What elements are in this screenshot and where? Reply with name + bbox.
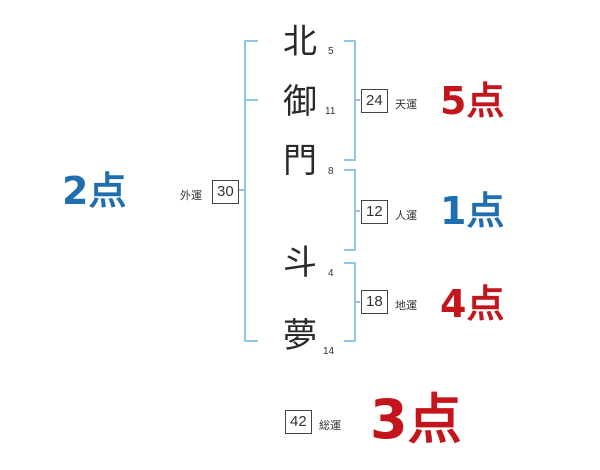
chiun-score: 4点: [440, 282, 505, 326]
stroke-count-2: 11: [325, 106, 336, 117]
tenun-label: 天運: [395, 98, 417, 111]
stroke-count-3: 8: [328, 166, 334, 177]
outer-bracket-inner-tick: [244, 99, 258, 101]
chiun-value: 18: [361, 290, 388, 314]
gaiun-label: 外運: [180, 189, 202, 202]
souun-label: 総運: [319, 419, 341, 432]
tenun-value: 24: [361, 89, 388, 113]
tenun-bracket-tick: [354, 99, 360, 101]
name-char-1: 北: [283, 22, 317, 62]
name-char-3: 門: [283, 141, 317, 181]
chiun-bracket-tick: [354, 301, 360, 303]
souun-score: 3点: [370, 388, 462, 451]
name-char-4: 斗: [283, 243, 317, 283]
gaiun-value: 30: [212, 180, 239, 204]
jinun-score: 1点: [440, 189, 505, 233]
jinun-label: 人運: [395, 209, 417, 222]
stroke-count-1: 5: [328, 46, 334, 57]
jinun-value: 12: [361, 200, 388, 224]
chiun-label: 地運: [395, 299, 417, 312]
souun-value: 42: [285, 410, 312, 434]
stroke-count-4: 4: [328, 268, 334, 279]
jinun-bracket-tick: [354, 210, 360, 212]
outer-bracket: [244, 40, 258, 342]
name-char-2: 御: [283, 82, 317, 122]
outer-bracket-tick: [236, 189, 244, 191]
stroke-count-5: 14: [323, 346, 335, 357]
name-char-5: 夢: [283, 316, 317, 356]
gaiun-score: 2点: [62, 169, 127, 213]
tenun-score: 5点: [440, 79, 505, 123]
